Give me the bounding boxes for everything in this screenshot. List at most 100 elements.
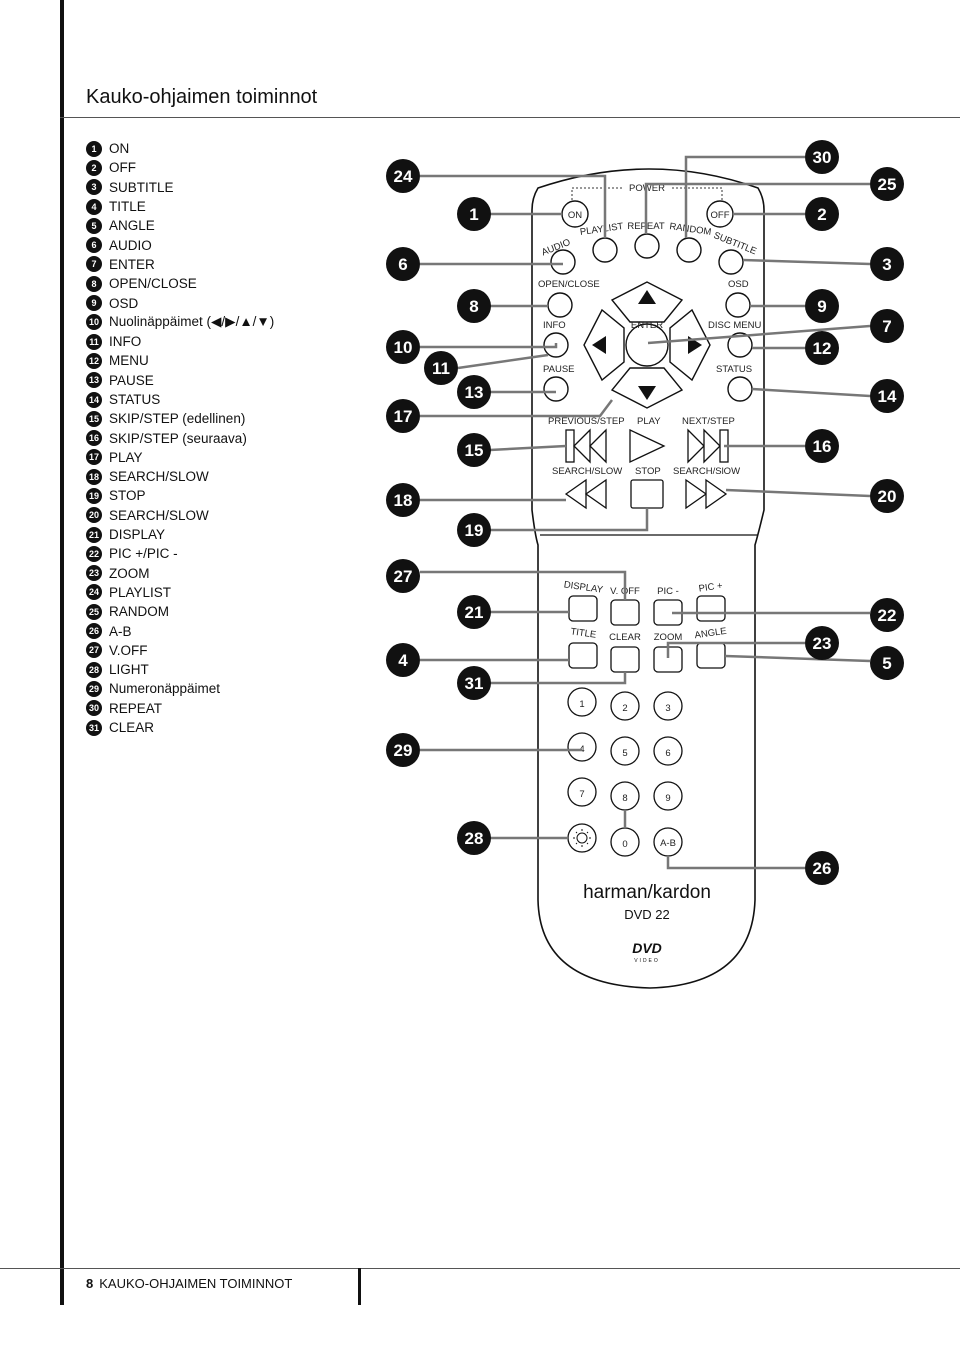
svg-text:16: 16 (813, 437, 832, 456)
subtitle-button[interactable] (718, 249, 744, 275)
digit-1-label: 1 (579, 699, 584, 710)
enter-button[interactable] (625, 323, 669, 367)
previous-step-label: PREVIOUS/STEP (548, 416, 625, 427)
display-button[interactable] (568, 595, 598, 622)
footer-divider (358, 1268, 361, 1305)
footer-title: KAUKO-OHJAIMEN TOIMINNOT (99, 1276, 293, 1291)
item-number-badge: 7 (86, 256, 102, 273)
pause-button[interactable] (543, 376, 569, 402)
callout-19: 19 (457, 513, 491, 547)
item-number-badge: 26 (86, 623, 102, 640)
svg-text:21: 21 (465, 603, 484, 622)
on-button[interactable]: ON (561, 200, 589, 228)
digit-9-button[interactable] (653, 781, 683, 811)
disc-menu-button[interactable] (727, 332, 753, 358)
callout-29: 29 (386, 733, 420, 767)
v-off-button[interactable] (610, 599, 640, 626)
svg-text:A-B: A-B (660, 838, 676, 849)
search-forward-button[interactable] (685, 478, 728, 510)
item-number-badge: 25 (86, 603, 102, 620)
callout-13: 13 (457, 375, 491, 409)
search-rewind-button[interactable] (564, 478, 607, 510)
callout-3: 3 (870, 247, 904, 281)
callout-10: 10 (386, 330, 420, 364)
item-label: PAUSE (109, 372, 154, 388)
item-number-badge: 19 (86, 487, 102, 504)
svg-text:28: 28 (465, 829, 484, 848)
item-label: Nuolinäppäimet (◀/▶/▲/▼) (109, 314, 275, 330)
angle-button[interactable] (696, 642, 726, 669)
clear-button[interactable] (610, 646, 640, 673)
dvd-video-logo: DVD VIDEO (632, 940, 662, 964)
repeat-button[interactable] (634, 233, 660, 259)
pic-plus-button[interactable] (696, 595, 726, 622)
callout-21: 21 (457, 595, 491, 629)
digit-2-button[interactable] (610, 691, 640, 721)
digit-0-label: 0 (622, 839, 627, 850)
svg-text:12: 12 (813, 339, 832, 358)
svg-text:ON: ON (568, 210, 582, 221)
left-vertical-rule (60, 0, 64, 1305)
play-button[interactable] (629, 428, 666, 464)
digit-4-button[interactable] (567, 732, 597, 762)
digit-7-button[interactable] (567, 777, 597, 807)
light-button[interactable] (567, 823, 597, 853)
callout-20: 20 (870, 479, 904, 513)
callout-22: 22 (870, 598, 904, 632)
item-label: MENU (109, 353, 149, 369)
callout-badges: 24 6 10 17 18 27 4 29 1 8 11 13 15 19 21… (386, 140, 904, 885)
svg-text:15: 15 (465, 441, 484, 460)
item-label: A-B (109, 623, 132, 639)
ab-button[interactable]: A-B (653, 827, 683, 857)
callout-12: 12 (805, 331, 839, 365)
item-number-badge: 4 (86, 198, 102, 215)
status-button[interactable] (727, 376, 753, 402)
search-slow-right-label: SEARCH/SlOW (673, 466, 740, 477)
svg-text:29: 29 (394, 741, 413, 760)
item-number-badge: 10 (86, 314, 102, 331)
digit-6-button[interactable] (653, 736, 683, 766)
digit-5-label: 5 (622, 748, 627, 759)
callout-24: 24 (386, 159, 420, 193)
callout-9: 9 (805, 289, 839, 323)
pic-minus-label: PIC - (657, 586, 679, 597)
item-number-badge: 17 (86, 449, 102, 466)
osd-button[interactable] (725, 292, 751, 318)
stop-button[interactable] (630, 479, 664, 509)
item-label: V.OFF (109, 642, 148, 658)
status-label: STATUS (716, 364, 752, 375)
random-button[interactable] (676, 237, 702, 263)
digit-5-button[interactable] (610, 736, 640, 766)
header-rule (60, 117, 960, 118)
digit-1-button[interactable] (567, 687, 597, 717)
open-close-button[interactable] (547, 292, 573, 318)
callout-16: 16 (805, 429, 839, 463)
digit-3-button[interactable] (653, 691, 683, 721)
title-button[interactable] (568, 642, 598, 669)
off-button[interactable]: OFF (706, 200, 734, 228)
item-number-badge: 8 (86, 275, 102, 292)
svg-text:17: 17 (394, 407, 413, 426)
audio-button[interactable] (550, 249, 576, 275)
arrow-down-icon (638, 386, 656, 400)
light-icon (573, 829, 591, 847)
item-number-badge: 11 (86, 333, 102, 350)
playlist-button[interactable] (592, 237, 618, 263)
svg-text:6: 6 (398, 255, 407, 274)
callout-15: 15 (457, 433, 491, 467)
callout-7: 7 (870, 309, 904, 343)
callout-30: 30 (805, 140, 839, 174)
item-number-badge: 24 (86, 584, 102, 601)
